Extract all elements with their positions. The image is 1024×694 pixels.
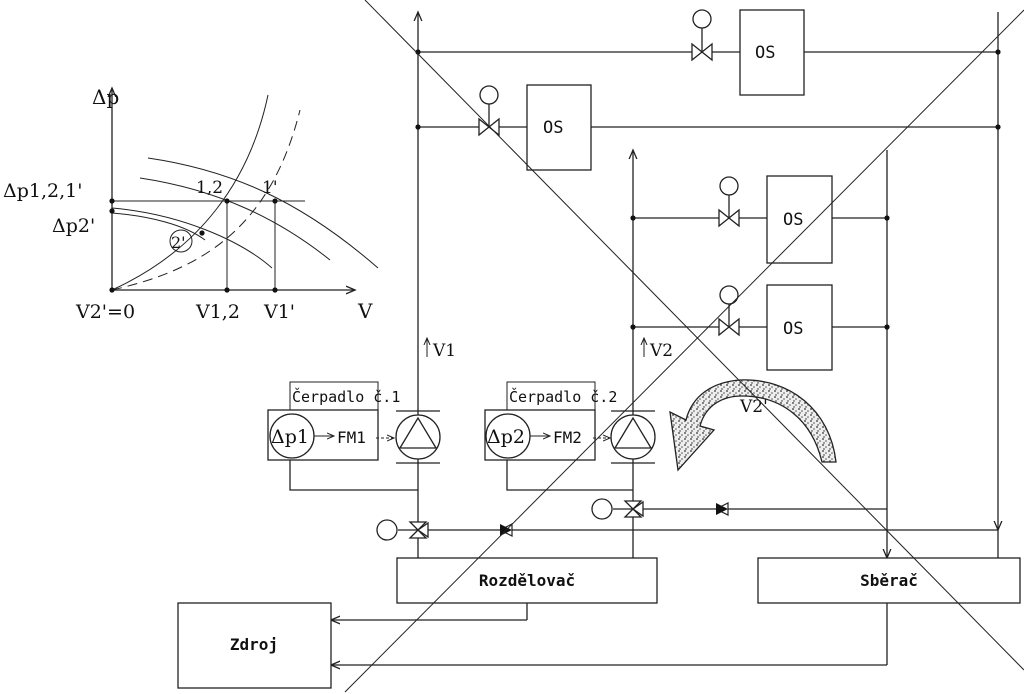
y-label-dp2p: Δp2'	[52, 215, 95, 237]
x-tick-v12: V1,2	[195, 301, 240, 323]
x-tick-v2p: V2'=0	[75, 301, 135, 323]
reverse-flow-label: V2'	[739, 397, 768, 417]
sberac-label: Sběrač	[860, 571, 918, 590]
os-1-label: OS	[755, 43, 775, 63]
consumer-os-1: OS	[739, 9, 805, 96]
point-v1p	[272, 287, 278, 293]
flow-label-v1: V1	[427, 338, 456, 361]
point-12	[224, 198, 230, 204]
point-2p-ring	[169, 229, 193, 253]
point-dp	[109, 198, 115, 204]
svg-text:V2: V2	[649, 341, 673, 361]
svg-text:V1: V1	[432, 341, 456, 361]
point-origin	[109, 287, 115, 293]
point-2p-label: 2'	[171, 233, 186, 252]
point-dp2p	[109, 208, 115, 214]
pump-2-dp: Δp2	[487, 426, 525, 448]
three-way-valve-1-icon	[376, 519, 429, 541]
pump-1-signal-line	[289, 460, 418, 491]
junction	[884, 324, 890, 330]
system-curve	[111, 94, 269, 291]
point-2p	[199, 230, 205, 236]
pump-station-1: Čerpadlo č.1 Δp1 FM1	[267, 381, 441, 491]
control-valve-1-icon	[691, 9, 713, 62]
pump-1-title: Čerpadlo č.1	[292, 387, 400, 406]
system-curve-dashed	[111, 109, 301, 291]
strike-through-line-2	[344, 9, 1024, 693]
strike-through-line-1	[364, 0, 1024, 671]
flow-label-v2: V2	[644, 338, 673, 361]
pump-1-dp: Δp1	[271, 426, 309, 448]
characteristic-graph: Δp V 2' Δp1,2,1' Δp2' 1,2 1' V2'=0 V1,2 …	[3, 85, 379, 323]
check-valve-icon	[716, 503, 728, 515]
rozdelovac-label: Rozdělovač	[479, 571, 575, 590]
control-valve-4-icon	[718, 285, 740, 337]
junction	[415, 124, 421, 130]
point-1p-label: 1'	[262, 178, 278, 198]
zdroj-block: Zdroj	[177, 602, 332, 689]
reverse-flow-arrow-icon	[669, 379, 837, 472]
pump-2-title: Čerpadlo č.2	[509, 387, 617, 406]
control-valve-2-icon	[478, 85, 500, 137]
graph-y-axis-label: Δp	[92, 85, 119, 109]
sberac-block: Sběrač	[757, 557, 1021, 604]
pump-1-fm: FM1	[337, 428, 366, 447]
graph-x-axis-label: V	[357, 299, 373, 323]
pump-station-2: Čerpadlo č.2 Δp2 FM2	[484, 381, 656, 491]
os-3-label: OS	[783, 210, 803, 230]
three-way-valve-2-icon	[591, 498, 644, 520]
control-valve-3-icon	[718, 176, 740, 228]
junction	[995, 124, 1001, 130]
pump-2-signal-line	[506, 460, 633, 491]
consumer-os-3: OS	[766, 175, 833, 264]
point-12-label: 1,2	[196, 178, 223, 198]
junction	[630, 324, 636, 330]
y-label-dp121: Δp1,2,1'	[3, 180, 82, 202]
pump-curve-2p	[111, 212, 206, 241]
pump-2-triangle-icon	[613, 416, 653, 449]
x-tick-v1p: V1'	[263, 301, 295, 323]
pump-curve-mid	[139, 177, 331, 261]
pump-curve-high	[147, 157, 379, 269]
rozdelovac-block: Rozdělovač	[396, 557, 658, 604]
pump-curve-low	[111, 207, 273, 269]
junction	[630, 215, 636, 221]
junction	[884, 215, 890, 221]
pump-2-fm: FM2	[553, 428, 582, 447]
consumer-os-4: OS	[766, 284, 833, 371]
junction	[415, 49, 421, 55]
junction	[995, 49, 1001, 55]
consumer-os-2: OS	[526, 84, 592, 171]
point-1p	[272, 198, 278, 204]
point-v12	[224, 287, 230, 293]
zdroj-label: Zdroj	[230, 635, 278, 654]
pump-1-triangle-icon	[398, 416, 438, 449]
os-4-label: OS	[783, 319, 803, 339]
os-2-label: OS	[543, 118, 563, 138]
